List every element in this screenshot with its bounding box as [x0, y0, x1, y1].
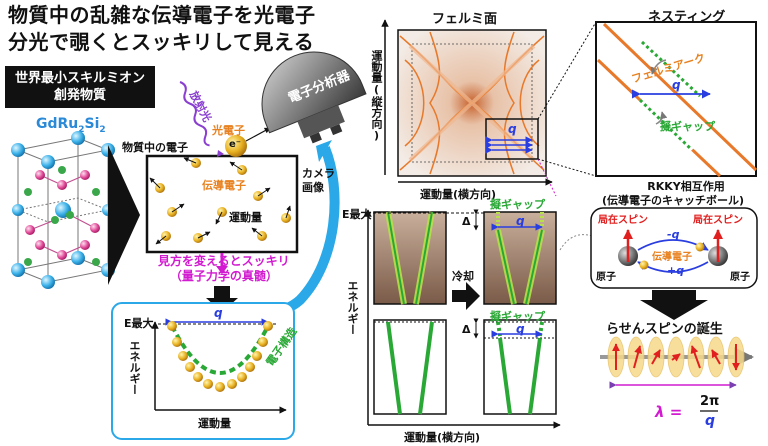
fermi-surface-map [397, 21, 597, 197]
spectra-pseudogap-label-top: 擬ギャップ [490, 198, 545, 211]
sample-box [145, 154, 299, 254]
fermi-x-label: 運動量(横方向) [420, 188, 497, 201]
cooling-label: 冷却 [452, 270, 474, 283]
spectra-energy-axis-label: エネルギー [346, 280, 359, 335]
nesting-title: ネスティング [648, 10, 726, 25]
rkky-down-arrow [640, 290, 708, 320]
rkky-line2: (伝導電子のキャッチボール) [602, 194, 745, 207]
rkky-atom-right-label: 原子 [730, 272, 750, 283]
photoelectron-arrow [245, 127, 271, 142]
electrons-in-sample [149, 157, 291, 245]
inset-energy-axis-label: エネルギー [128, 340, 141, 395]
band-inset-plot [151, 318, 287, 414]
photoelectron-label: 光電子 [212, 124, 245, 137]
local-spin-left-label: 局在スピン [598, 215, 648, 226]
reveal-line2: （量子力学の真髄） [169, 269, 278, 283]
rkky-plus-q-label: +q [667, 264, 685, 277]
electrons-in-matter-label: 物質中の電子 [122, 141, 188, 154]
black-down-arrow [206, 286, 238, 312]
radiation-arrowhead [217, 150, 224, 157]
spectra-momentum-axis-label: 運動量(横方向) [404, 431, 481, 444]
radiation-wave [179, 81, 210, 147]
reveal-caption: 見方を変えるとスッキリ （量子力学の真髄） [158, 254, 290, 284]
spectra-q-label-bottom: q [516, 322, 525, 336]
chevron-arrow-left [108, 145, 140, 285]
camera-line2: 画像 [302, 181, 324, 194]
material-label-box: 世界最小スキルミオン 創発物質 [5, 66, 155, 108]
nesting-pseudogap-label: 擬ギャップ [660, 120, 715, 133]
page-title: 物質中の乱雑な伝導電子を光電子 分光で覗くとスッキリして見える [8, 2, 316, 56]
helical-spin [600, 336, 754, 412]
magenta-down-head [216, 266, 228, 274]
title-line1: 物質中の乱雑な伝導電子を光電子 [8, 3, 316, 27]
rkky-minus-q-label: -q [667, 228, 680, 241]
camera-image-label: カメラ 画像 [302, 167, 335, 195]
rkky-atom-left-label: 原子 [596, 272, 616, 283]
spectra-delta2-label: Δ [462, 323, 471, 336]
crystal-structure [11, 131, 115, 289]
rkky-conduction-electron-label: 伝導電子 [652, 252, 692, 263]
camera-line1: カメラ [302, 167, 335, 180]
nesting-zoom [595, 21, 758, 178]
fermi-y-label: 運動量(縦方向) [370, 50, 383, 142]
band-inset-frame [111, 302, 295, 440]
spectra-panels [364, 209, 561, 429]
spectra-q-label-top: q [516, 214, 525, 228]
inset-emax-label: E最大 [124, 317, 154, 330]
material-formula: GdRu2Si2 [36, 116, 106, 135]
inset-momentum-axis-label: 運動量 [198, 417, 231, 430]
title-line2: 分光で覗くとスッキリして見える [8, 30, 315, 54]
rkky-panel [590, 207, 758, 289]
material-label-line1: 世界最小スキルミオン [14, 71, 145, 86]
fermi-title: フェルミ面 [432, 12, 498, 27]
momentum-label: 運動量 [229, 211, 262, 224]
rkky-connector [559, 234, 593, 251]
nesting-q-label: q [672, 78, 681, 92]
conduction-electron-label: 伝導電子 [202, 179, 246, 192]
formula-gd-ru: GdRu [36, 116, 79, 132]
helical-title: らせんスピンの誕生 [606, 322, 723, 337]
reveal-line1: 見方を変えるとスッキリ [158, 254, 290, 268]
rkky-line1: RKKY相互作用 [647, 180, 725, 193]
formula-sub-1: 2 [78, 124, 85, 135]
photoelectron-ball [225, 135, 247, 157]
local-spin-right-label: 局在スピン [693, 215, 743, 226]
electron-symbol: e⁻ [229, 139, 242, 150]
lambda-denominator: q [705, 413, 716, 429]
rkky-title: RKKY相互作用 (伝導電子のキャッチボール) [602, 180, 744, 208]
inset-q-label: q [214, 306, 223, 320]
formula-si: Si [84, 116, 100, 132]
fermi-q-label: q [508, 122, 517, 136]
spectra-pseudogap-label-bottom: 擬ギャップ [490, 310, 545, 323]
formula-sub-2: 2 [99, 124, 106, 135]
camera-flow-head [316, 140, 332, 162]
spectra-emax-label: E最大 [342, 208, 372, 221]
material-label-line2: 創発物質 [53, 88, 106, 103]
spectra-delta-label: Δ [462, 215, 471, 228]
electron-analyzer [261, 51, 367, 144]
lambda-label: λ = [655, 403, 683, 421]
lambda-numerator: 2π [700, 394, 720, 409]
